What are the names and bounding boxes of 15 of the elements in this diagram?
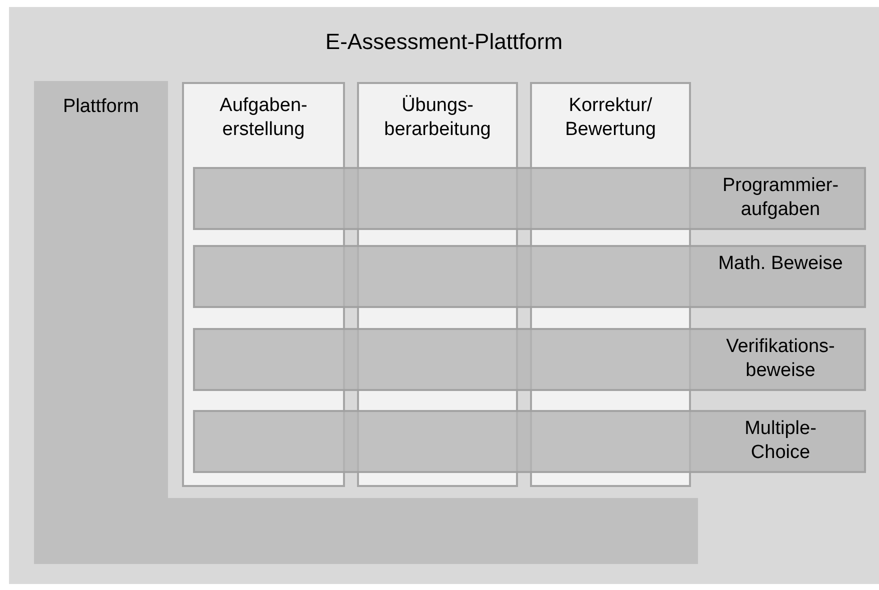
band-label: Math. Beweise xyxy=(717,252,844,276)
band-label: Verifikations- beweise xyxy=(725,335,836,383)
column-heading: Korrektur/ Bewertung xyxy=(564,94,657,142)
column-heading: Übungs- berarbeitung xyxy=(383,94,492,142)
task-type-band xyxy=(193,167,866,230)
task-type-band xyxy=(193,245,866,308)
platform-layer xyxy=(34,81,698,565)
column-heading: Aufgaben- erstellung xyxy=(218,94,308,142)
task-type-band xyxy=(193,410,866,473)
layer-label: Plattform xyxy=(62,95,140,119)
band-label: Programmier- aufgaben xyxy=(721,174,840,222)
task-type-band xyxy=(193,328,866,391)
platform-panel xyxy=(9,7,879,584)
panel-title: E-Assessment-Plattform xyxy=(324,30,564,54)
band-label: Multiple- Choice xyxy=(744,417,818,465)
